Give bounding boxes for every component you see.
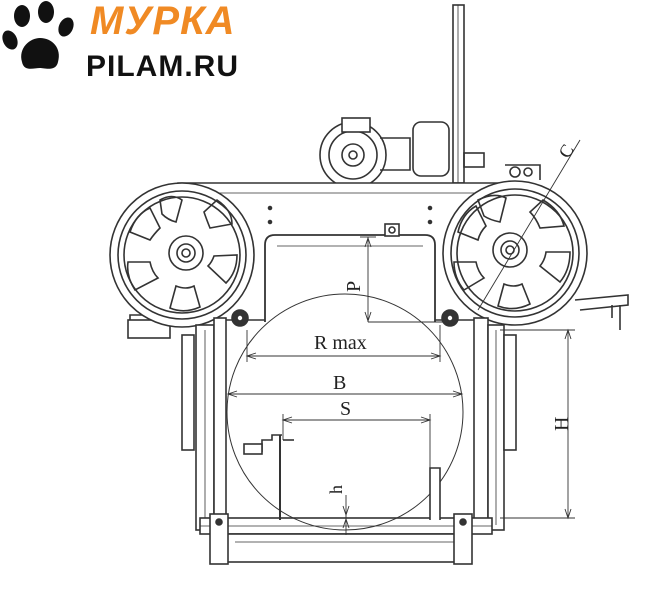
log-circle — [226, 293, 464, 531]
mast — [452, 4, 465, 184]
left-column — [181, 317, 227, 531]
log-clamp — [243, 434, 441, 520]
label-c: C — [554, 141, 577, 162]
label-b: B — [333, 372, 346, 394]
machine-drawing — [109, 4, 629, 565]
label-p: P — [343, 281, 365, 292]
dimension-lines — [226, 139, 581, 535]
motor — [319, 117, 541, 189]
label-s: S — [340, 398, 351, 420]
logo: МУРКА PILAM.RU — [2, 0, 239, 83]
bottom-rail — [199, 513, 493, 565]
logo-brand-bottom: PILAM.RU — [86, 50, 239, 83]
label-r-max: R max — [314, 332, 367, 354]
paw-print-icon — [2, 1, 74, 69]
label-h-upper: H — [551, 417, 573, 431]
label-h-lower: h — [326, 485, 346, 494]
left-wheel — [109, 182, 255, 339]
logo-brand-top: МУРКА — [90, 0, 236, 43]
right-column — [473, 317, 517, 531]
right-wheel — [441, 180, 629, 330]
